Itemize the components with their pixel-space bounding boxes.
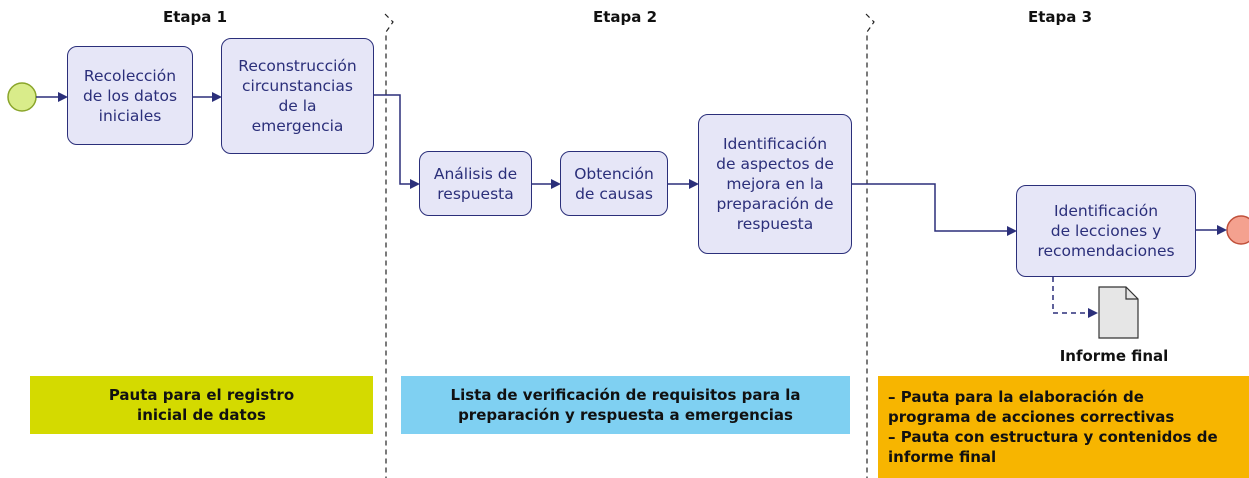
connector-step6-to-document xyxy=(1052,277,1098,318)
tool-stage-3-item: – Pauta para la elaboración de programa … xyxy=(888,388,1175,426)
step-label: Reconstrucción circunstancias de la emer… xyxy=(238,57,357,135)
stage-3-title: Etapa 3 xyxy=(1027,8,1093,26)
step-recoleccion-datos[interactable]: Recolección de los datos iniciales xyxy=(67,46,193,145)
step-label: Identificación de aspectos de mejora en … xyxy=(716,135,834,233)
document-label: Informe final xyxy=(1059,347,1169,365)
step-analisis-respuesta[interactable]: Análisis de respuesta xyxy=(419,151,532,216)
step-identificacion-lecciones[interactable]: Identificación de lecciones y recomendac… xyxy=(1016,185,1196,277)
stage-2-title: Etapa 2 xyxy=(592,8,658,26)
step-label: Identificación de lecciones y recomendac… xyxy=(1037,202,1175,260)
tool-stage-1-text: Pauta para el registro inicial de datos xyxy=(108,386,295,424)
tool-band-stage-1: Pauta para el registro inicial de datos xyxy=(30,376,373,434)
stage-divider-1 xyxy=(384,13,394,478)
step-label: Recolección de los datos iniciales xyxy=(82,66,178,125)
step-obtencion-causas[interactable]: Obtención de causas xyxy=(560,151,668,216)
document-icon xyxy=(1098,286,1139,339)
step-identificacion-aspectos-mejora[interactable]: Identificación de aspectos de mejora en … xyxy=(698,114,852,254)
step-label: Obtención de causas xyxy=(574,164,654,203)
step-label: Análisis de respuesta xyxy=(433,164,518,203)
tool-stage-2-text: Lista de verificación de requisitos para… xyxy=(450,386,801,424)
stage-divider-2 xyxy=(865,13,875,478)
step-reconstruccion-circunstancias[interactable]: Reconstrucción circunstancias de la emer… xyxy=(221,38,374,154)
connector-step2-to-step3 xyxy=(374,94,420,189)
stage-1-title: Etapa 1 xyxy=(162,8,228,26)
connector-step5-to-step6 xyxy=(852,183,1017,236)
start-event xyxy=(7,82,37,112)
tool-band-stage-3: – Pauta para la elaboración de programa … xyxy=(878,376,1249,478)
tool-stage-3-item: – Pauta con estructura y contenidos de i… xyxy=(888,428,1218,466)
tool-stage-3-list: – Pauta para la elaboración de programa … xyxy=(888,387,1218,467)
tool-band-stage-2: Lista de verificación de requisitos para… xyxy=(401,376,850,434)
end-event xyxy=(1226,215,1249,245)
